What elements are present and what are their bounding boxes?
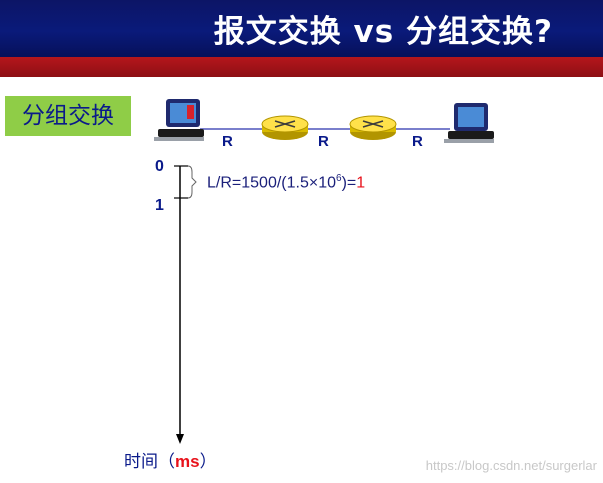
link-label-1: R	[222, 133, 233, 150]
slide-header: 报文交换 vs 分组交换?	[0, 0, 603, 57]
axis-label-end: ）	[199, 452, 217, 472]
host-right-icon	[444, 103, 494, 143]
time-axis-arrow	[176, 434, 184, 444]
header-accent-bar	[0, 57, 603, 77]
axis-label-unit: ms	[175, 452, 200, 471]
host-left-icon	[154, 99, 204, 141]
formula-prefix: L/R=1500/(1.5×10	[207, 174, 336, 192]
section-label: 分组交换	[5, 96, 131, 136]
slide-title: 报文交换 vs 分组交换?	[213, 14, 553, 50]
formula-exponent: 6	[336, 173, 342, 184]
network-topology	[154, 99, 494, 143]
time-tick-0: 0	[155, 158, 164, 175]
formula-result: 1	[356, 174, 366, 192]
link-label-3: R	[412, 133, 423, 150]
router-2-icon	[349, 115, 397, 140]
watermark-text: https://blog.csdn.net/surgerlar	[425, 458, 597, 473]
interval-bracket	[187, 165, 197, 199]
link-label-2: R	[318, 133, 329, 150]
transmission-time-formula: L/R=1500/(1.5×106)=1	[207, 173, 365, 192]
time-axis-label: 时间（ms）	[124, 447, 217, 472]
router-1-icon	[261, 115, 309, 140]
time-axis	[174, 165, 197, 444]
time-tick-1: 1	[155, 197, 164, 214]
formula-mid: )=	[341, 174, 357, 192]
axis-label-main: 时间（	[124, 452, 175, 472]
